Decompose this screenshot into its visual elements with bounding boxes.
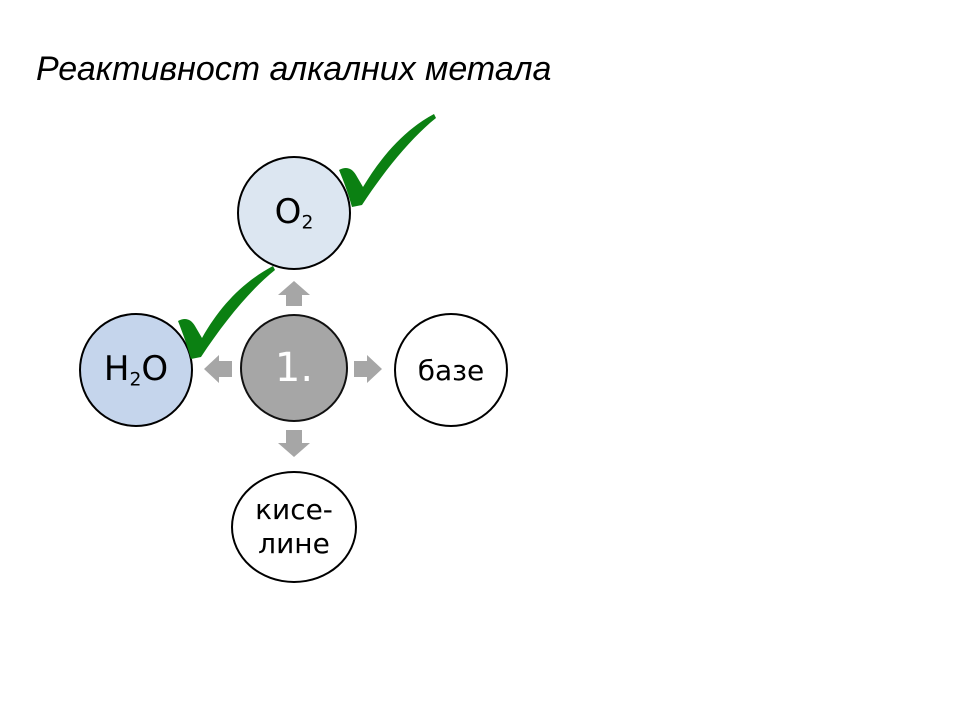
- base-label: базе: [417, 353, 485, 387]
- base-node: базе: [394, 313, 508, 427]
- acid-label: кисе- лине: [255, 492, 333, 560]
- arrow-right-icon: [354, 355, 382, 383]
- oxygen-node: O2: [237, 156, 351, 270]
- center-label: 1.: [274, 345, 314, 391]
- arrow-down-icon: [278, 430, 310, 457]
- water-label: H2O: [103, 349, 169, 391]
- checkmark-icon: [339, 114, 436, 207]
- slide-title: Реактивност алкалних метала: [36, 50, 552, 88]
- arrow-left-icon: [204, 355, 232, 383]
- oxygen-label: O2: [274, 192, 314, 234]
- acid-node: кисе- лине: [231, 471, 357, 583]
- center-node: 1.: [240, 314, 348, 422]
- arrow-up-icon: [278, 281, 310, 306]
- water-node: H2O: [79, 313, 193, 427]
